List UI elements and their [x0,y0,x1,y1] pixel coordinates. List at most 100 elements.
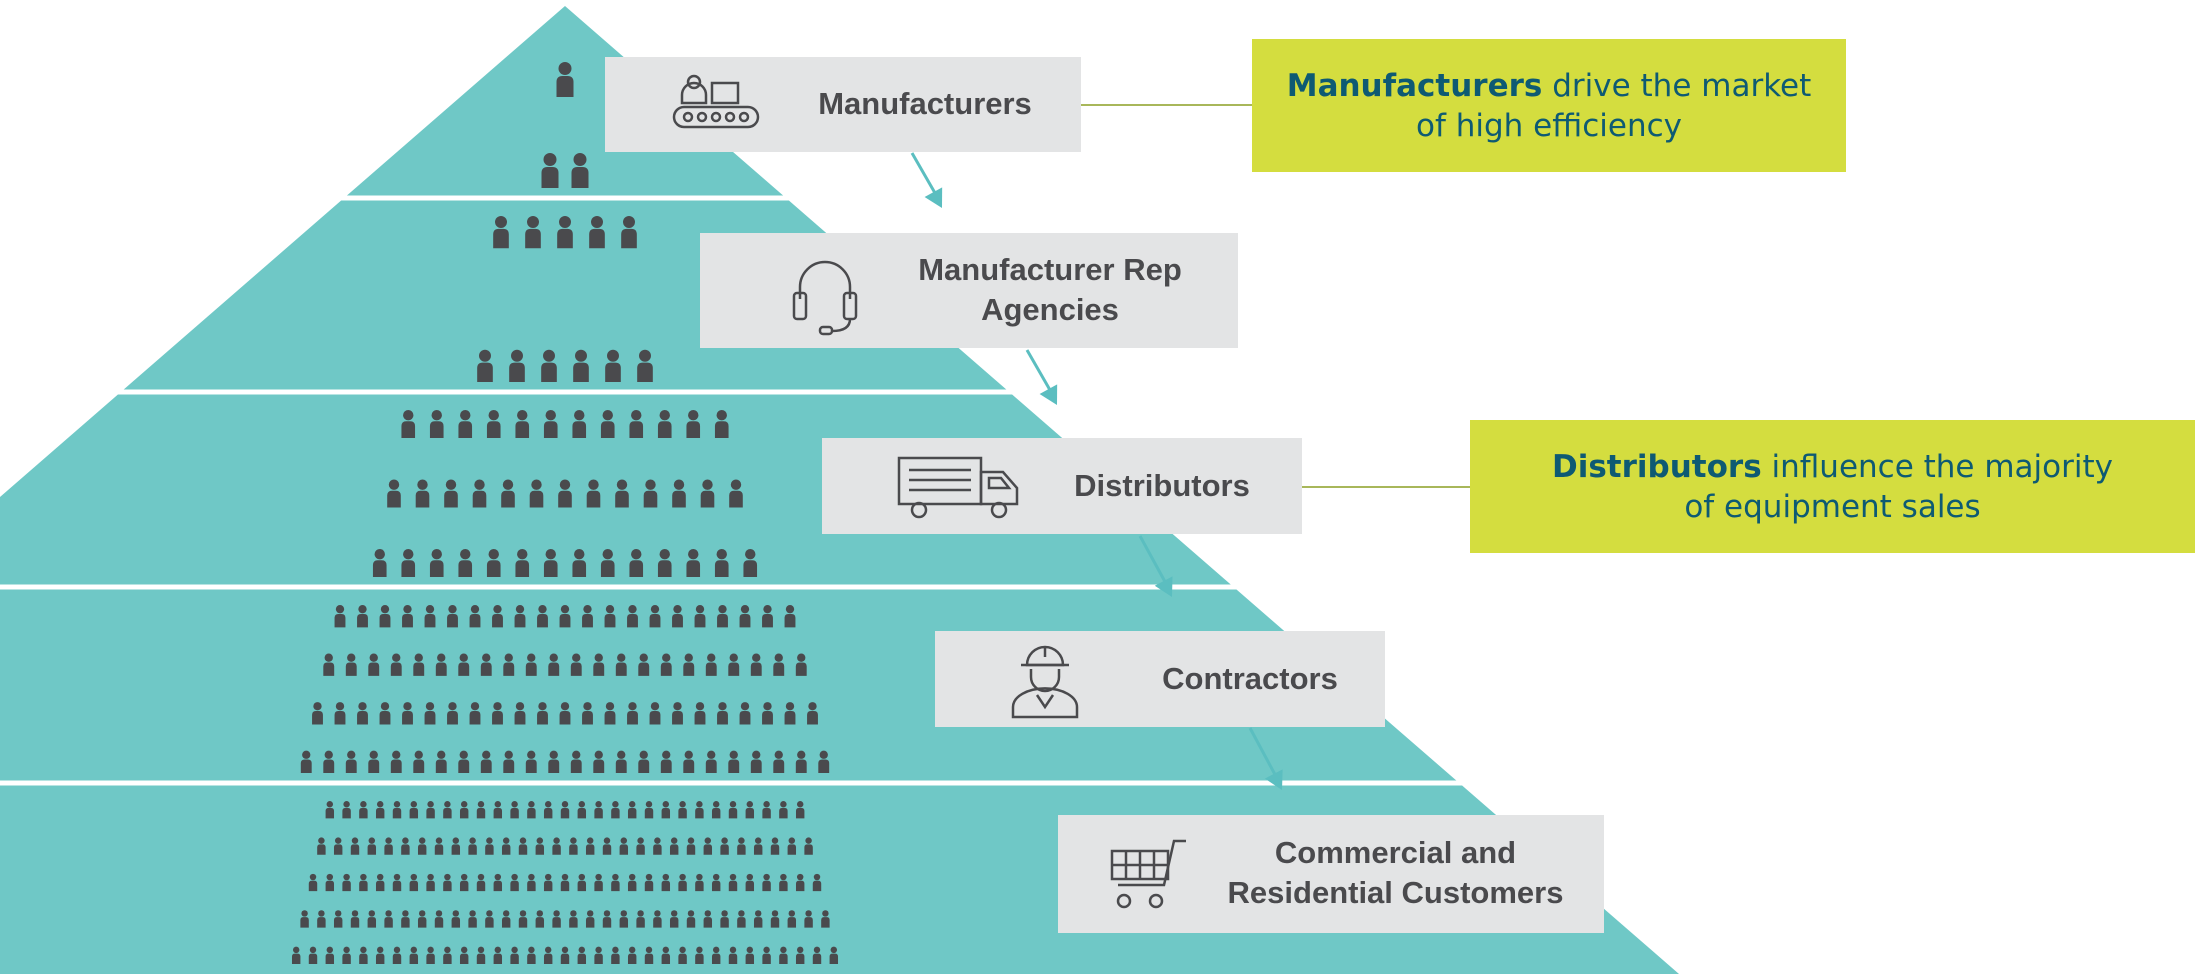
person-icon [594,873,603,892]
person-icon [762,702,773,725]
person-icon [717,605,728,628]
person-icon [345,653,357,676]
person-icon [518,910,528,928]
person-icon [543,410,558,438]
person-icon [392,946,402,964]
person-icon [451,910,461,928]
people-row [325,801,805,819]
person-icon [379,605,391,628]
people-row [493,216,637,249]
person-icon [525,750,537,773]
person-icon [745,801,755,819]
person-icon [459,946,469,964]
person-icon [695,946,704,964]
person-icon [604,702,616,725]
tier-label-line: Manufacturers [818,86,1032,121]
person-icon [308,873,318,892]
person-icon [611,946,620,964]
person-icon [501,837,511,855]
person-icon [413,750,425,773]
person-icon [745,873,755,892]
person-icon [586,479,601,508]
person-icon [402,702,413,725]
person-icon [486,549,501,577]
person-icon [605,349,621,382]
person-icon [594,801,603,819]
tier-label-text: Distributors [1037,466,1287,506]
person-icon [705,653,717,676]
people-row [323,653,807,676]
person-icon [818,750,830,773]
person-icon [401,837,410,855]
person-icon [660,653,672,676]
people-row [401,410,729,438]
person-icon [477,349,493,382]
person-icon [552,910,561,928]
tier-label-line: Commercial and [1274,835,1517,870]
person-icon [643,479,658,508]
person-icon [714,410,729,438]
person-icon [600,410,615,438]
tier-label-rep-agencies: Manufacturer Rep Agencies [700,233,1238,348]
person-icon [560,873,570,892]
person-icon [753,837,763,855]
person-icon [527,801,536,819]
person-icon [577,946,587,964]
person-icon [695,801,704,819]
person-icon [621,216,637,249]
callout-line: of equipment sales [1684,488,1981,525]
person-icon [770,837,780,855]
person-icon [401,549,416,577]
person-icon [552,837,561,855]
person-icon [501,479,515,508]
callout-manufacturers: Manufacturers drive the market of high e… [1252,39,1846,172]
person-icon [627,801,637,819]
person-icon [359,873,368,892]
person-icon [458,750,470,773]
person-icon [669,837,679,855]
person-icon [694,605,706,628]
person-icon [357,702,368,725]
person-icon [415,479,430,508]
person-icon [392,873,402,892]
person-icon [728,653,740,676]
person-icon [784,702,796,725]
person-icon [357,605,368,628]
person-icon [510,801,519,819]
person-icon [711,873,721,892]
person-icon [737,837,746,855]
person-icon [711,801,721,819]
person-icon [585,910,595,928]
person-icon [604,605,616,628]
person-icon [661,801,671,819]
person-icon [770,910,780,928]
person-icon [434,910,444,928]
person-icon [804,910,813,928]
person-icon [392,801,402,819]
tier-separator [116,389,1014,395]
person-icon [333,910,343,928]
person-icon [510,946,519,964]
person-icon [342,873,351,892]
person-icon [317,910,326,928]
person-icon [795,750,807,773]
person-icon [515,549,530,577]
person-icon [683,653,695,676]
people-row [300,910,830,928]
person-icon [717,702,728,725]
person-icon [379,702,391,725]
person-icon [649,605,661,628]
person-icon [582,605,593,628]
person-icon [700,479,715,508]
person-icon [653,837,662,855]
person-icon [434,837,444,855]
person-icon [459,873,469,892]
person-icon [485,837,494,855]
person-icon [426,946,435,964]
person-icon [543,873,553,892]
person-icon [537,605,548,628]
person-icon [795,801,805,819]
person-icon [570,653,582,676]
person-icon [486,410,501,438]
person-icon [469,605,481,628]
